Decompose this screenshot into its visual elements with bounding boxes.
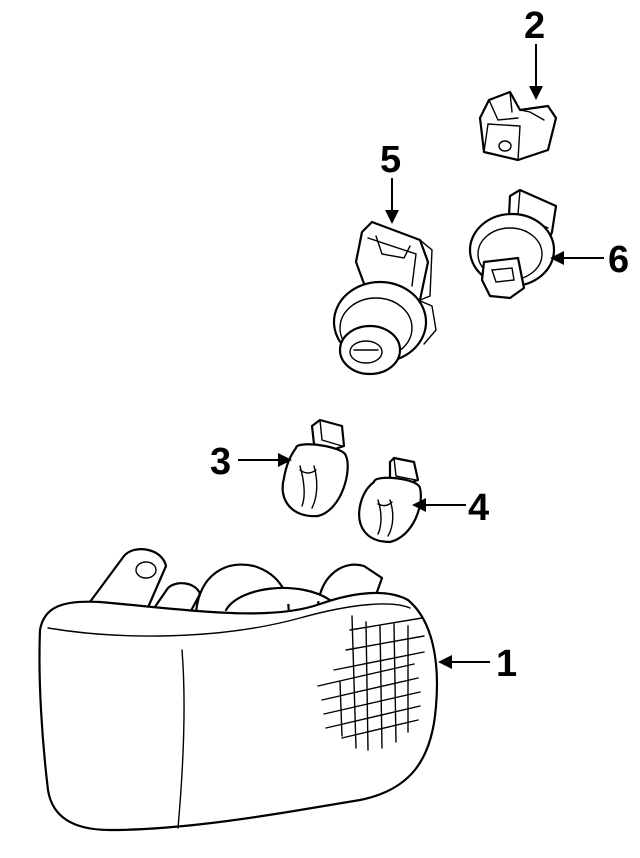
leader-3 — [238, 453, 292, 467]
callout-4: 4 — [468, 487, 489, 529]
callout-5: 5 — [380, 139, 401, 181]
callout-2: 2 — [524, 5, 545, 47]
leader-6 — [550, 251, 604, 265]
part-5-socket[interactable] — [332, 220, 437, 376]
part-1-lamp-housing[interactable] — [38, 548, 439, 832]
leader-4 — [412, 498, 466, 512]
part-4-bulb[interactable] — [358, 456, 422, 544]
part-3-bulb[interactable] — [281, 418, 349, 518]
lens-grid-pattern — [317, 615, 425, 751]
callout-1: 1 — [496, 643, 517, 685]
leader-2 — [529, 44, 543, 100]
leader-1 — [438, 655, 490, 669]
leader-5 — [385, 178, 399, 224]
part-2-clip[interactable] — [478, 90, 558, 162]
callout-6: 6 — [608, 239, 629, 281]
callout-3: 3 — [210, 441, 231, 483]
part-6-socket[interactable] — [468, 188, 558, 300]
